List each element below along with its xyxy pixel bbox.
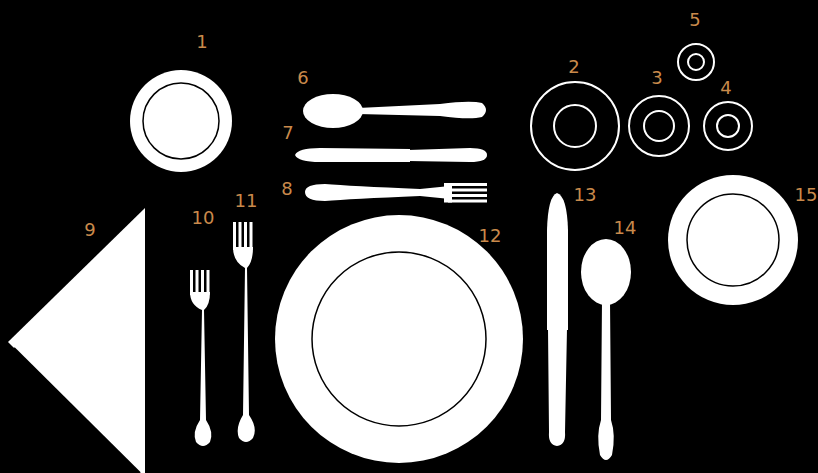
callout-number: 7 (282, 123, 293, 143)
callout-number: 15 (795, 185, 818, 205)
dinner-knife (547, 193, 568, 446)
napkin (8, 208, 145, 473)
dessert-knife (295, 148, 487, 162)
callout-number: 11 (235, 191, 258, 211)
side-plate (668, 175, 798, 305)
callout-number: 12 (479, 226, 502, 246)
dessert-spoon (303, 94, 486, 128)
bread-plate (130, 70, 232, 172)
callout-number: 3 (651, 68, 662, 88)
soup-spoon (581, 239, 631, 460)
callout-number: 1 (196, 32, 207, 52)
callout-number: 8 (281, 179, 292, 199)
callout-number: 10 (192, 208, 215, 228)
callout-number: 4 (720, 78, 731, 98)
dinner-fork (233, 222, 255, 442)
callout-number: 6 (297, 68, 308, 88)
glasses (531, 44, 752, 170)
callout-number: 9 (84, 220, 95, 240)
callout-number: 5 (689, 10, 700, 30)
callout-number: 2 (568, 57, 579, 77)
dessert-fork (305, 183, 487, 203)
dinner-plate (275, 215, 523, 463)
callout-number: 14 (614, 218, 637, 238)
salad-fork (190, 270, 211, 446)
callout-number: 13 (574, 185, 597, 205)
